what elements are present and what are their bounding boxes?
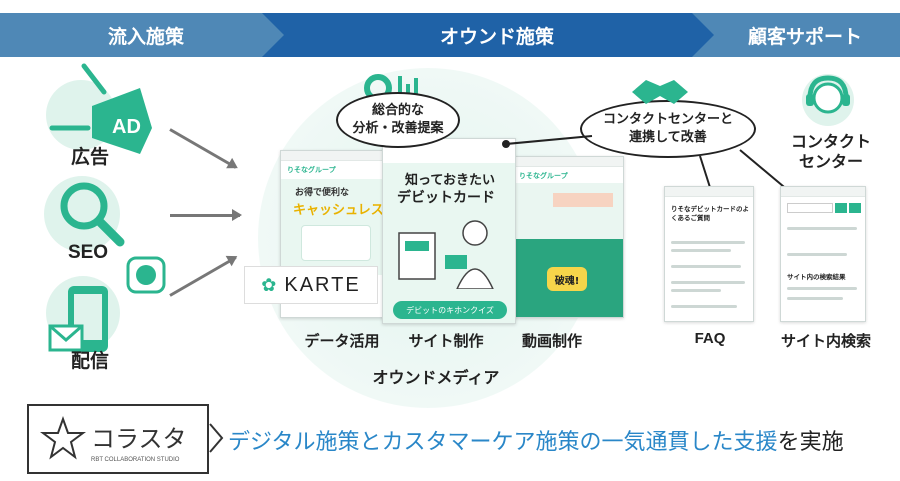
- seo-label: SEO: [67, 242, 109, 263]
- stage-support-band: 顧客サポート: [692, 13, 900, 57]
- debit-title-2: デビットカード: [397, 190, 495, 206]
- karte-logo: ✿ KARTE: [244, 266, 378, 304]
- arrow-ad: [169, 128, 237, 169]
- site-search-heading: サイト内の検索結果: [787, 273, 846, 281]
- chevron-right-icon: [209, 423, 224, 453]
- faq-heading: りそなデビットカードのよくあるご質問: [671, 205, 749, 223]
- arrow-seo: [170, 209, 242, 221]
- caption-site-search: サイト内検索: [780, 332, 871, 350]
- delivery-label: 配信: [70, 350, 109, 372]
- phone-mail-icon: [48, 256, 166, 352]
- debit-illustration: [398, 220, 494, 289]
- magnifier-icon: [60, 182, 125, 247]
- screen-faq: りそなデビットカードのよくあるご質問: [664, 186, 754, 322]
- video-badge: 破魂!: [547, 267, 587, 291]
- cashless-title: お得で便利な: [295, 188, 350, 198]
- collab-studio-logo-text: コラスタ: [91, 425, 187, 453]
- video-banner-bar: [553, 193, 613, 207]
- stage-support-label: 顧客サポート: [747, 25, 862, 48]
- debit-quiz-button[interactable]: デビットのキホンクイズ: [393, 301, 507, 319]
- cashless-subtitle: キャッシュレス: [293, 203, 384, 218]
- debit-title-1: 知っておきたい: [405, 173, 495, 188]
- screen-group-name: りそなグループ: [287, 166, 336, 174]
- collab-studio-logo: コラスタ RBT COLLABORATION STUDIO: [40, 416, 187, 463]
- stage-inflow-band: 流入施策: [0, 13, 292, 57]
- headset-operator-icon: [802, 74, 854, 126]
- screen-group-name: りそなグループ: [519, 172, 568, 180]
- stage-inflow-label: 流入施策: [107, 25, 184, 48]
- caption-video-production: 動画制作: [521, 332, 582, 350]
- bottom-statement-main: デジタル施策とカスタマーケア施策の一気通貫した支援: [228, 430, 778, 455]
- handshake-icon: [632, 80, 688, 104]
- contact-link-bubble: コンタクトセンターと 連携して改善: [580, 100, 756, 158]
- caption-owned-media: オウンドメディア: [372, 368, 500, 387]
- arrow-delivery: [169, 256, 237, 297]
- ad-megaphone-icon: AD: [49, 63, 152, 154]
- contact-center-label: コンタクト センター: [790, 132, 871, 171]
- karte-logo-text: KARTE: [284, 273, 361, 296]
- karte-mark-icon: ✿: [261, 274, 279, 295]
- analysis-bubble: 総合的な 分析・改善提案: [336, 92, 460, 148]
- caption-data-use: データ活用: [304, 332, 380, 350]
- cashless-illustration: [301, 225, 371, 261]
- collab-studio-logo-sub: RBT COLLABORATION STUDIO: [91, 457, 180, 463]
- stage-owned-label: オウンド施策: [439, 25, 554, 48]
- ad-badge-text: AD: [112, 116, 141, 138]
- screen-site-search: サイト内の検索結果: [780, 186, 866, 322]
- screen-debit: 知っておきたい デビットカード デビットのキホンクイズ: [382, 138, 516, 324]
- bottom-statement: デジタル施策とカスタマーケア施策の一気通貫した支援を実施: [228, 424, 844, 456]
- collab-studio-logo-box: コラスタ RBT COLLABORATION STUDIO: [27, 404, 209, 474]
- ad-label: 広告: [70, 146, 109, 168]
- bottom-statement-tail: を実施: [777, 430, 844, 455]
- caption-site-production: サイト制作: [408, 332, 484, 350]
- screen-video: りそなグループ 破魂!: [512, 156, 624, 318]
- caption-faq: FAQ: [694, 330, 726, 347]
- stage-owned-band: オウンド施策: [262, 13, 722, 57]
